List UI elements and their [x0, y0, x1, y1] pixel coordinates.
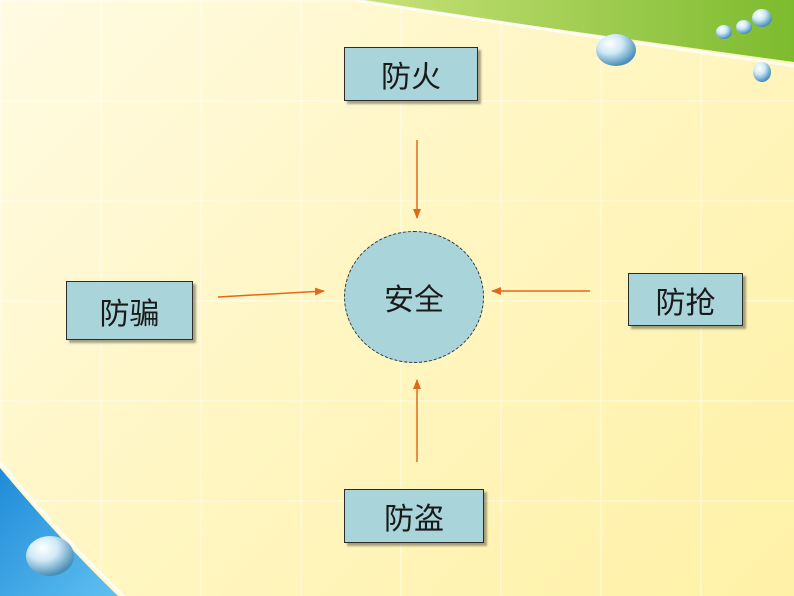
node-left-label: 防骗 [100, 289, 160, 333]
arrow-left [218, 291, 324, 297]
center-node: 安全 [344, 231, 484, 363]
node-top-label: 防火 [381, 52, 441, 96]
node-bottom-label: 防盗 [384, 494, 444, 538]
node-right-label: 防抢 [656, 278, 716, 322]
node-left: 防骗 [66, 281, 193, 340]
node-right: 防抢 [628, 273, 743, 326]
node-top: 防火 [344, 47, 478, 101]
center-label: 安全 [384, 275, 444, 319]
node-bottom: 防盗 [344, 489, 484, 543]
